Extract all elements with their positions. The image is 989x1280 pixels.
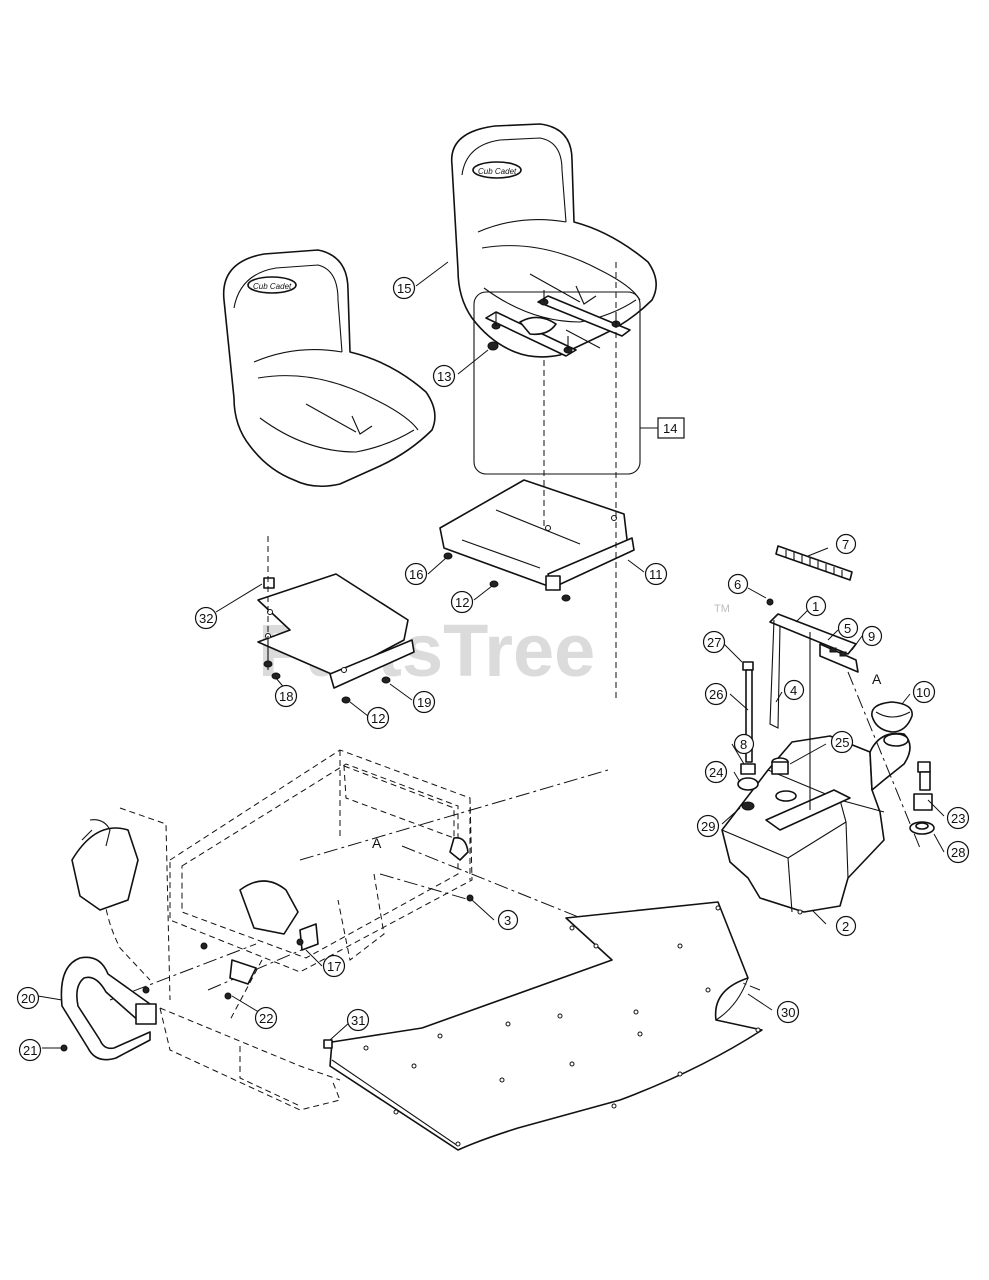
reference-letter-a-tank: A [872,671,882,687]
callout-3: 3 [497,909,519,931]
callout-10: 10 [912,680,936,704]
svg-text:23: 23 [951,811,965,826]
callout-27: 27 [702,630,726,654]
callout-25: 25 [830,730,854,754]
svg-text:18: 18 [279,689,293,704]
callout-12a: 12 [450,590,474,614]
seat-lower-logo: Cub Cadet [253,282,292,291]
callout-24: 24 [704,760,728,784]
svg-text:1: 1 [812,599,819,614]
callout-1: 1 [805,595,827,617]
callout-30: 30 [776,1000,800,1024]
svg-text:11: 11 [649,567,663,582]
svg-text:12: 12 [371,711,385,726]
svg-text:13: 13 [437,369,451,384]
svg-text:31: 31 [351,1013,365,1028]
fuel-gauge-strip [775,545,853,581]
callout-6: 6 [727,573,749,595]
svg-text:26: 26 [709,687,723,702]
svg-text:28: 28 [951,845,965,860]
callout-18: 18 [274,684,298,708]
svg-text:3: 3 [504,913,511,928]
svg-text:8: 8 [740,737,747,752]
svg-text:29: 29 [701,819,715,834]
svg-text:6: 6 [734,577,741,592]
callout-13: 13 [432,364,456,388]
callout-16: 16 [404,562,428,586]
svg-text:12: 12 [455,595,469,610]
seat-lower: Cub Cadet [222,249,436,488]
svg-text:7: 7 [842,537,849,552]
tank-fittings [737,598,935,835]
svg-text:2: 2 [842,919,849,934]
callout-17: 17 [322,954,346,978]
callout-23: 23 [946,806,970,830]
callout-5: 5 [837,617,859,639]
callout-32: 32 [194,606,218,630]
callout-22: 22 [254,1006,278,1030]
mower-frame [71,749,761,1111]
callout-31: 31 [346,1008,370,1032]
callout-4: 4 [783,679,805,701]
svg-text:32: 32 [199,611,213,626]
callout-19: 19 [412,690,436,714]
svg-text:27: 27 [707,635,721,650]
seat-slide-kit [473,290,641,475]
svg-text:21: 21 [23,1043,37,1058]
callout-2: 2 [835,915,857,937]
svg-text:9: 9 [868,629,875,644]
svg-text:22: 22 [259,1011,273,1026]
callout-11: 11 [644,562,668,586]
floor-pan [323,901,763,1151]
svg-text:14: 14 [663,421,677,436]
callout-15: 15 [392,276,416,300]
fuel-tank [721,732,911,915]
callout-28: 28 [946,840,970,864]
callout-29: 29 [696,814,720,838]
callout-12b: 12 [366,706,390,730]
watermark-tm: TM [714,603,730,615]
fuel-cap [871,701,913,733]
svg-text:19: 19 [417,695,431,710]
svg-text:24: 24 [709,765,723,780]
svg-text:4: 4 [790,683,797,698]
seat-upper: Cub Cadet [450,123,657,358]
callout-9: 9 [861,625,883,647]
leader-lines [37,261,945,1049]
svg-text:15: 15 [397,281,411,296]
callout-8: 8 [733,733,755,755]
reference-letter-a-frame: A [372,835,382,851]
svg-text:30: 30 [781,1005,795,1020]
svg-text:10: 10 [916,685,930,700]
svg-text:20: 20 [21,991,35,1006]
callout-20: 20 [16,986,40,1010]
svg-text:17: 17 [327,959,341,974]
callout-14: 14 [657,417,685,439]
seat-plate-lower [257,573,415,689]
grab-handle [60,956,157,1061]
seat-plate-upper [439,479,635,591]
callout-26a: 26 [704,682,728,706]
svg-text:16: 16 [409,567,423,582]
callout-7: 7 [835,533,857,555]
svg-text:25: 25 [835,735,849,750]
seat-hardware [263,262,617,704]
callout-21: 21 [18,1038,42,1062]
seat-upper-logo: Cub Cadet [478,167,517,176]
svg-text:5: 5 [844,621,851,636]
